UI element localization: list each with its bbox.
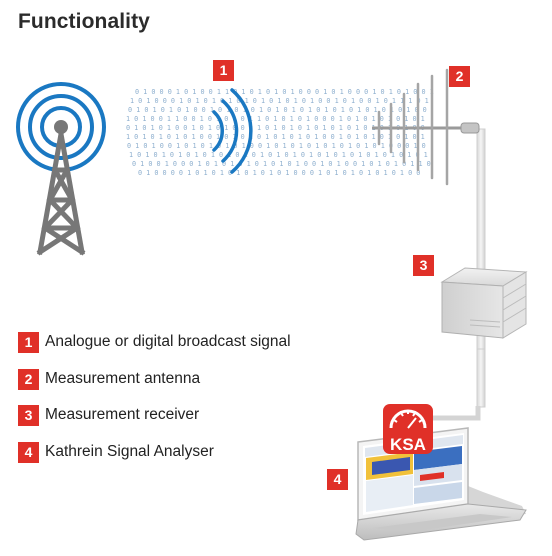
legend-label: Measurement antenna (45, 370, 201, 387)
legend-label: Analogue or digital broadcast signal (45, 333, 291, 350)
marker-receiver: 3 (413, 255, 434, 276)
binary-stream-graphic: 0 1 0 0 0 1 0 1 0 0 1 1 0 1 0 1 0 1 0 1 … (126, 88, 434, 177)
ksa-logo-text: KSA (390, 435, 426, 454)
svg-text:0 1 0 0 0 0 1 0 1 0 1 0 1 0 1: 0 1 0 0 0 0 1 0 1 0 1 0 1 0 1 0 1 0 1 0 … (138, 169, 420, 177)
legend-number: 2 (18, 369, 39, 390)
svg-text:0 1 0 1 0 1 0 1 0 0 1 0 1 0 1: 0 1 0 1 0 1 0 1 0 0 1 0 1 0 1 0 1 0 1 0 … (128, 106, 427, 114)
legend-number: 4 (18, 442, 39, 463)
marker-antenna: 2 (449, 66, 470, 87)
marker-analyser: 4 (327, 469, 348, 490)
legend-number: 1 (18, 332, 39, 353)
broadcast-tower-icon (16, 82, 106, 256)
svg-text:0 1 0 1 0 1 0 0 1 0 1 0 1 0 0: 0 1 0 1 0 1 0 0 1 0 1 0 1 0 0 0 1 0 1 0 … (126, 124, 425, 132)
svg-text:0 1 0 0 1 0 0 0 1 0 1 0 1 0 1: 0 1 0 0 1 0 0 0 1 0 1 0 1 0 1 0 1 0 1 0 … (132, 160, 431, 168)
laptop-icon (355, 427, 527, 541)
svg-text:0 1 0 1 0 0 1 0 1 0 1 0 1 0 1: 0 1 0 1 0 0 1 0 1 0 1 0 1 0 1 0 0 1 0 1 … (127, 142, 426, 150)
svg-text:1 0 1 0 0 1 1 0 0 1 0 1 0 1 0: 1 0 1 0 0 1 1 0 0 1 0 1 0 1 0 1 1 0 1 0 … (126, 115, 425, 123)
legend-number: 3 (18, 405, 39, 426)
svg-text:0 1 0 0 0 1 0 1 0 0 1 1 0 1 0: 0 1 0 0 0 1 0 1 0 0 1 1 0 1 0 1 0 1 0 1 … (135, 88, 434, 96)
measurement-antenna-icon (372, 68, 486, 421)
marker-signal: 1 (213, 60, 234, 81)
svg-text:1 0 1 0 0 0 1 0 1 0 1 0 1 0 1: 1 0 1 0 0 0 1 0 1 0 1 0 1 0 1 0 1 0 1 0 … (130, 97, 429, 105)
ksa-logo: KSA (383, 404, 433, 454)
legend-label: Measurement receiver (45, 406, 200, 423)
signal-wave-icon (212, 88, 253, 174)
measurement-receiver-icon (440, 267, 528, 339)
page-title: Functionality (18, 10, 150, 33)
svg-text:1 0 1 0 1 0 1 0 1 0 0 1 0 1 0: 1 0 1 0 1 0 1 0 1 0 0 1 0 1 0 1 0 1 0 1 … (126, 133, 425, 141)
svg-text:1 0 1 0 1 0 1 0 1 0 1 0 1 0 1: 1 0 1 0 1 0 1 0 1 0 1 0 1 0 1 0 1 0 1 0 … (129, 151, 428, 159)
legend-label: Kathrein Signal Analyser (45, 443, 214, 460)
